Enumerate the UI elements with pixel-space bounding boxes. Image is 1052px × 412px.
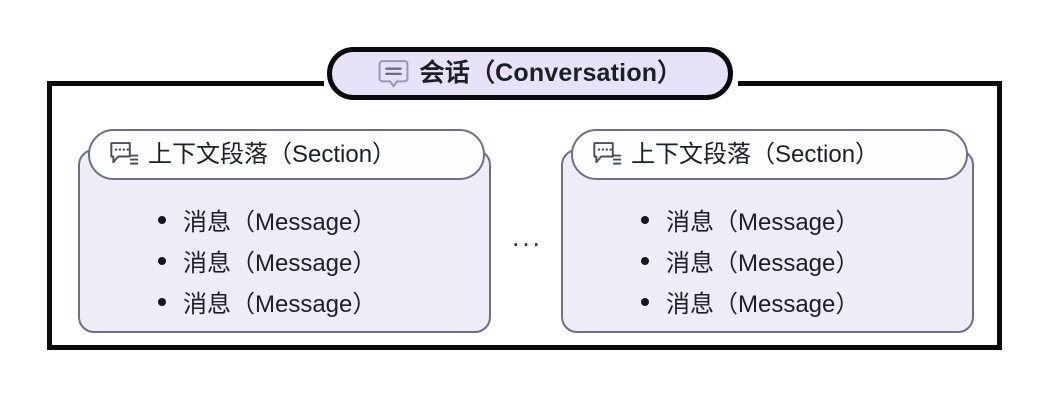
bullet-icon (158, 215, 166, 224)
message-list-1: 消息（Message） 消息（Message） 消息（Message） (158, 199, 498, 322)
message-label: 消息（Message） (666, 250, 860, 277)
bullet-icon (158, 297, 166, 306)
message-label: 消息（Message） (666, 291, 860, 318)
list-item: 消息（Message） (641, 199, 981, 240)
conversation-title-pill: 会话（Conversation） (327, 47, 733, 100)
section-bubble-lines-icon (110, 141, 139, 165)
section-bubble-lines-icon (593, 141, 622, 165)
conversation-title-label: 会话（Conversation） (419, 59, 683, 87)
list-item: 消息（Message） (641, 240, 981, 281)
section-header-1: 上下文段落（Section） (88, 129, 485, 180)
message-list-2: 消息（Message） 消息（Message） 消息（Message） (641, 199, 981, 322)
bullet-icon (641, 256, 649, 265)
bullet-icon (641, 215, 649, 224)
message-label: 消息（Message） (666, 209, 860, 236)
section-header-2: 上下文段落（Section） (571, 129, 968, 180)
message-label: 消息（Message） (183, 291, 377, 318)
sections-ellipsis: ... (512, 222, 543, 252)
bullet-icon (641, 297, 649, 306)
list-item: 消息（Message） (158, 199, 498, 240)
message-label: 消息（Message） (183, 250, 377, 277)
bullet-icon (158, 256, 166, 265)
list-item: 消息（Message） (158, 281, 498, 322)
conversation-bubble-icon (378, 60, 408, 88)
list-item: 消息（Message） (641, 281, 981, 322)
message-label: 消息（Message） (183, 209, 377, 236)
list-item: 消息（Message） (158, 240, 498, 281)
section-header-label: 上下文段落（Section） (148, 140, 397, 168)
section-header-label: 上下文段落（Section） (631, 140, 880, 168)
